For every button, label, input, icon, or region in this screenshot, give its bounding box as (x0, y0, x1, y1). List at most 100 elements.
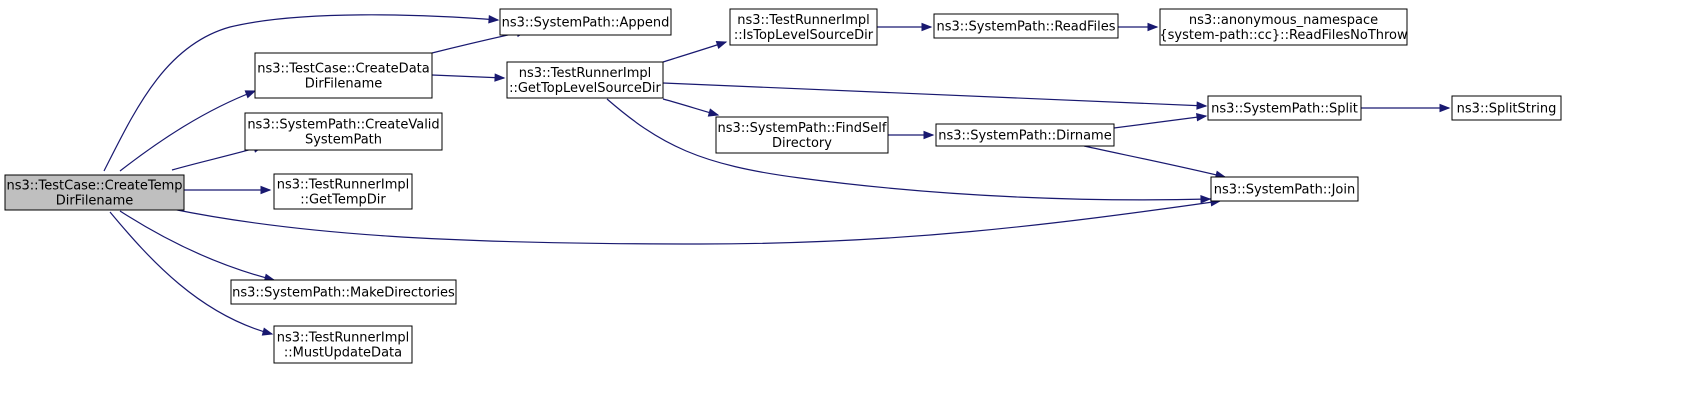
node-label-line: ns3::SystemPath::FindSelf (718, 121, 887, 136)
edge-arrowhead (1439, 103, 1451, 113)
node-label-line: ns3::SystemPath::Append (502, 16, 670, 31)
edge-create_temp-to-append (103, 14, 500, 172)
node-box[interactable] (254, 52, 433, 99)
edge-read_files-to-read_nothrow (1118, 22, 1159, 32)
edge-arrowhead (1200, 194, 1212, 204)
node-label-line: ::GetTempDir (300, 193, 386, 208)
edge-arrowhead (261, 327, 274, 336)
edge-get_top-to-join (606, 98, 1212, 204)
node-box[interactable] (273, 173, 413, 210)
edge-arrowhead (1196, 113, 1208, 122)
node-label-line: DirFilename (56, 194, 134, 209)
node-append[interactable]: ns3::SystemPath::Append (499, 8, 672, 36)
node-label-line: ns3::SystemPath::Dirname (938, 129, 1111, 144)
node-box[interactable] (715, 116, 889, 154)
edge-line (171, 200, 1221, 245)
node-must-update[interactable]: ns3::TestRunnerImpl::MustUpdateData (273, 325, 413, 364)
node-label-line: ns3::anonymous_namespace (1189, 13, 1378, 28)
node-box[interactable] (1207, 95, 1362, 121)
node-get-top[interactable]: ns3::TestRunnerImpl::GetTopLevelSourceDi… (506, 61, 664, 99)
edge-line (431, 74, 505, 79)
node-box[interactable] (230, 279, 457, 305)
node-box[interactable] (1451, 95, 1562, 121)
node-box[interactable] (506, 61, 664, 99)
edge-line (1083, 145, 1226, 178)
node-label-line: ns3::SystemPath::CreateValid (247, 118, 439, 133)
node-label-line: SystemPath (305, 133, 382, 148)
node-box[interactable] (1159, 8, 1408, 46)
node-label-line: ns3::TestRunnerImpl (277, 178, 410, 193)
edge-line (119, 90, 256, 172)
node-is-top[interactable]: ns3::TestRunnerImpl::IsTopLevelSourceDir (729, 8, 878, 46)
node-box[interactable] (933, 13, 1119, 39)
edge-line (606, 98, 1211, 201)
edge-arrowhead (488, 15, 500, 24)
edge-arrowhead (260, 185, 272, 195)
edge-arrowhead (923, 130, 935, 140)
edge-line (109, 211, 273, 335)
edge-line (662, 82, 1207, 107)
node-label-line: ::GetTopLevelSourceDir (509, 81, 661, 96)
node-label-line: ns3::SystemPath::Split (1211, 102, 1358, 117)
edge-line (103, 14, 499, 172)
node-label-line: ns3::TestCase::CreateTemp (6, 179, 182, 194)
node-box[interactable] (499, 8, 672, 36)
edges-layer (103, 14, 1451, 336)
node-label-line: ns3::SystemPath::ReadFiles (936, 20, 1115, 35)
edge-create_temp-to-create_data (119, 90, 257, 172)
node-label-line: ns3::TestRunnerImpl (519, 66, 652, 81)
edge-dirname-to-join (1083, 145, 1227, 179)
node-label-line: ::IsTopLevelSourceDir (734, 28, 874, 43)
node-label-line: ns3::TestRunnerImpl (737, 13, 870, 28)
edge-arrowhead (707, 108, 720, 117)
edge-get_top-to-find_self (662, 98, 720, 117)
edge-arrowhead (244, 90, 257, 99)
node-label-line: ns3::SplitString (1457, 102, 1557, 117)
node-label-line: ns3::TestRunnerImpl (277, 331, 410, 346)
node-read-nothrow[interactable]: ns3::anonymous_namespace{system-path::cc… (1159, 8, 1408, 46)
node-dirname[interactable]: ns3::SystemPath::Dirname (935, 123, 1115, 147)
edge-arrowhead (921, 22, 933, 32)
edge-arrowhead (1147, 22, 1159, 32)
node-label-line: ns3::SystemPath::MakeDirectories (232, 286, 455, 301)
node-label-line: ns3::SystemPath::Join (1214, 183, 1355, 198)
node-split-string[interactable]: ns3::SplitString (1451, 95, 1562, 121)
node-box[interactable] (273, 325, 413, 364)
edge-is_top-to-read_files (877, 22, 933, 32)
node-label-line: {system-path::cc}::ReadFilesNoThrow (1159, 28, 1408, 43)
edge-arrowhead (494, 73, 506, 82)
edge-line (1113, 115, 1207, 129)
edge-dirname-to-split (1113, 113, 1208, 129)
node-box[interactable] (935, 123, 1115, 147)
node-box[interactable] (1210, 176, 1359, 202)
node-read-files[interactable]: ns3::SystemPath::ReadFiles (933, 13, 1119, 39)
edge-get_top-to-is_top (662, 40, 728, 63)
edge-line (662, 41, 727, 63)
edge-split-to-split_string (1361, 103, 1451, 113)
node-get-temp[interactable]: ns3::TestRunnerImpl::GetTempDir (273, 173, 413, 210)
node-label-line: DirFilename (305, 77, 383, 92)
edge-create_temp-to-make_dirs (119, 210, 276, 282)
node-label-line: ::MustUpdateData (284, 346, 402, 361)
node-join[interactable]: ns3::SystemPath::Join (1210, 176, 1359, 202)
edge-find_self-to-dirname (888, 130, 935, 140)
edge-create_temp-to-must_update (109, 211, 274, 336)
edge-arrowhead (715, 40, 728, 50)
node-make-dirs[interactable]: ns3::SystemPath::MakeDirectories (230, 279, 457, 305)
node-split[interactable]: ns3::SystemPath::Split (1207, 95, 1362, 121)
edge-arrowhead (1196, 101, 1208, 110)
nodes-layer: ns3::TestCase::CreateTempDirFilenamens3:… (4, 8, 1562, 364)
edge-get_top-to-split (662, 82, 1208, 110)
edge-line (119, 210, 275, 281)
node-box[interactable] (729, 8, 878, 46)
edge-create_temp-to-get_temp (184, 185, 272, 195)
node-box[interactable] (244, 112, 443, 151)
node-label-line: Directory (772, 136, 832, 151)
node-box[interactable] (4, 174, 185, 211)
node-label-line: ns3::TestCase::CreateData (257, 62, 429, 77)
